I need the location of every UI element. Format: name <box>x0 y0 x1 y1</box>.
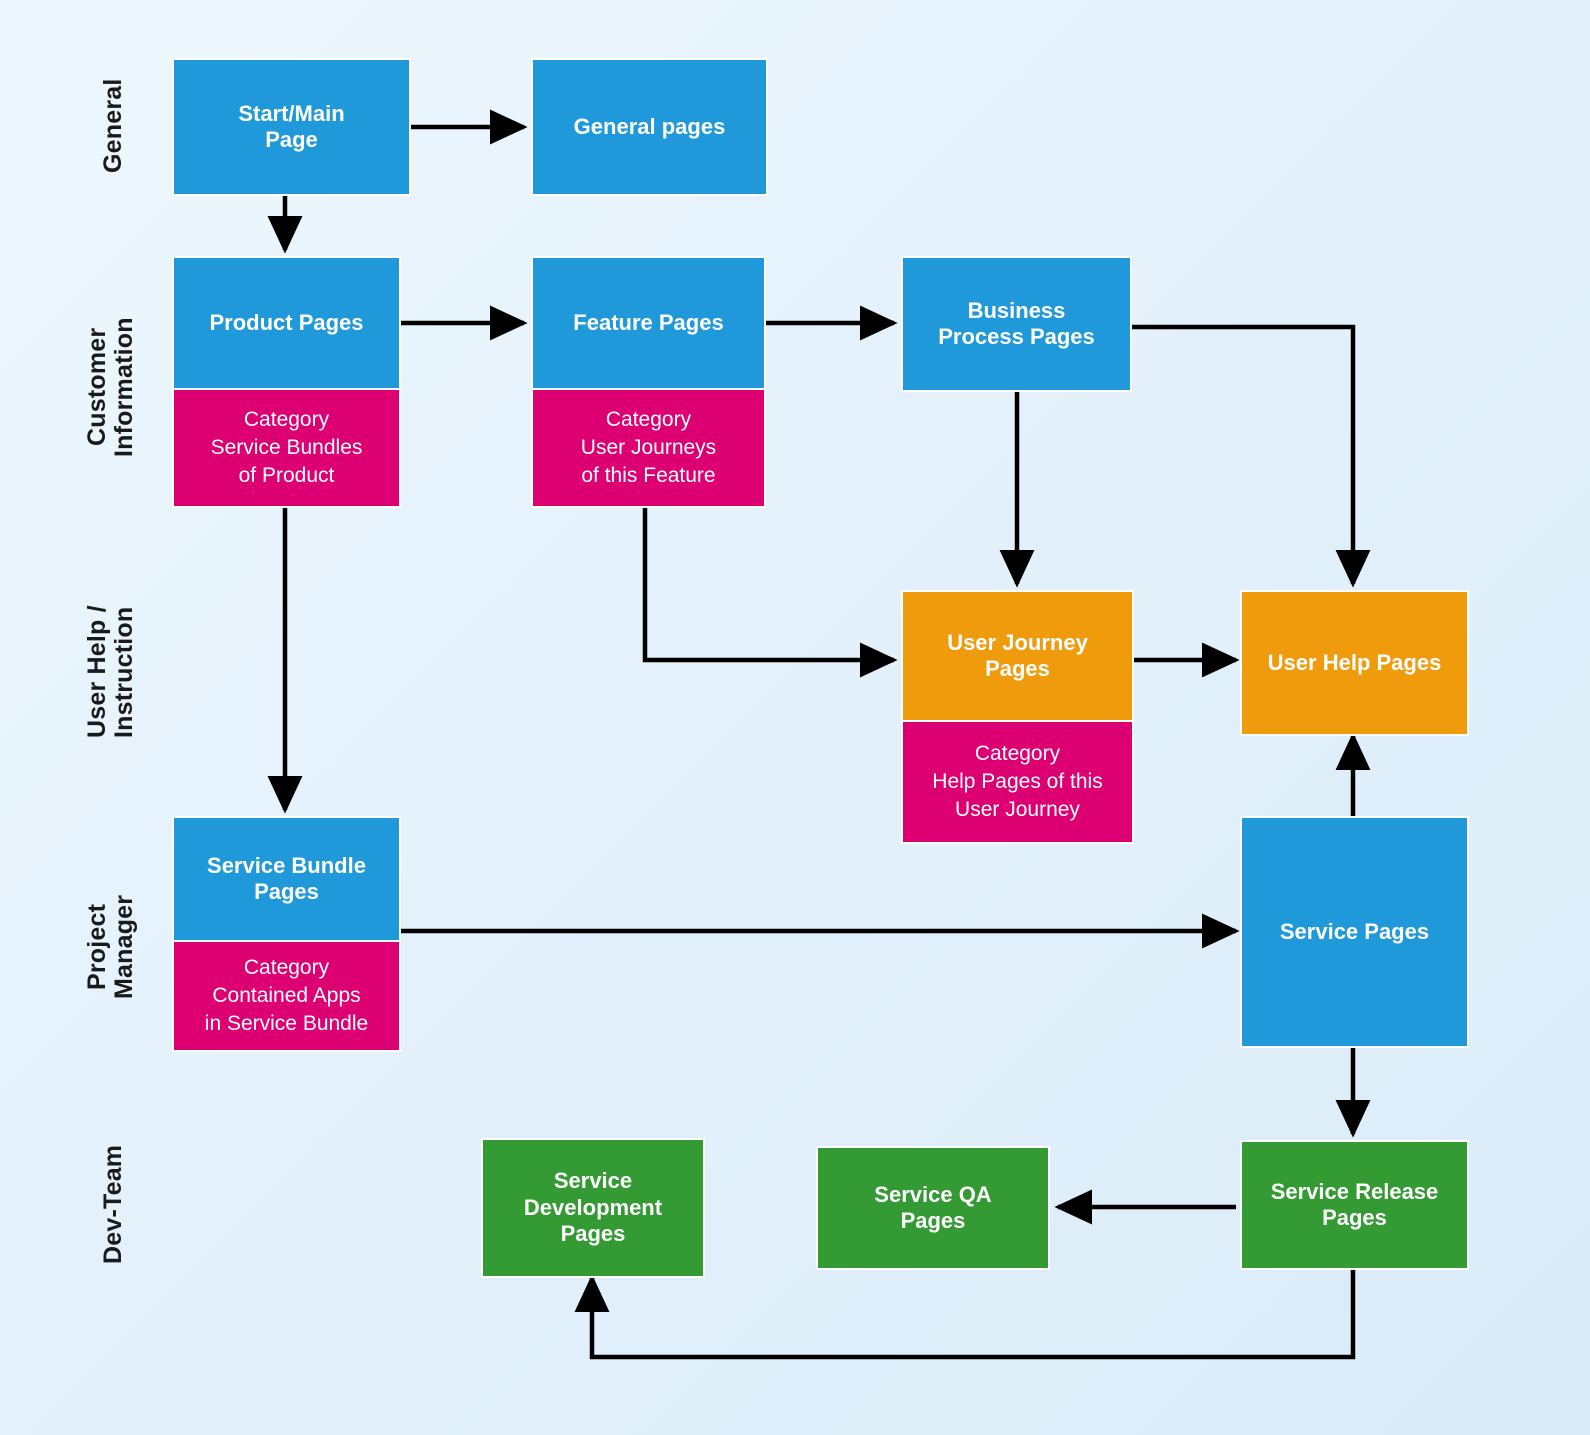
node-user-help-pages[interactable]: User Help Pages <box>1240 590 1469 736</box>
node-category: Category User Journeys of this Feature <box>533 388 764 506</box>
connector-service-release-to-development <box>574 1270 1356 1360</box>
node-title: User Help Pages <box>1242 592 1467 734</box>
lane-label-project-manager: Project Manager <box>83 894 138 1000</box>
node-service-development-pages[interactable]: Service Development Pages <box>481 1138 705 1278</box>
node-service-pages[interactable]: Service Pages <box>1240 816 1469 1048</box>
node-title: Start/Main Page <box>174 60 409 194</box>
node-title: Service Pages <box>1242 818 1467 1046</box>
connector-feature-category-to-user-journey <box>642 505 898 678</box>
node-category: Category Help Pages of this User Journey <box>903 720 1132 842</box>
node-title: Feature Pages <box>533 258 764 388</box>
node-product-pages[interactable]: Product Pages Category Service Bundles o… <box>172 256 401 508</box>
node-title: User Journey Pages <box>903 592 1132 720</box>
connector-business-process-to-user-help <box>1132 324 1371 588</box>
node-category: Category Service Bundles of Product <box>174 388 399 506</box>
node-feature-pages[interactable]: Feature Pages Category User Journeys of … <box>531 256 766 508</box>
node-general-pages[interactable]: General pages <box>531 58 768 196</box>
lane-label-dev-team: Dev-Team <box>99 1144 127 1264</box>
node-title: Service QA Pages <box>818 1148 1048 1268</box>
node-title: Product Pages <box>174 258 399 388</box>
node-title: General pages <box>533 60 766 194</box>
node-start-main-page[interactable]: Start/Main Page <box>172 58 411 196</box>
node-title: Business Process Pages <box>903 258 1130 390</box>
lane-label-customer-information: Customer Information <box>83 317 138 457</box>
node-title: Service Release Pages <box>1242 1142 1467 1268</box>
node-title: Service Bundle Pages <box>174 818 399 940</box>
node-service-qa-pages[interactable]: Service QA Pages <box>816 1146 1050 1270</box>
node-user-journey-pages[interactable]: User Journey Pages Category Help Pages o… <box>901 590 1134 844</box>
node-category: Category Contained Apps in Service Bundl… <box>174 940 399 1050</box>
lane-label-user-help-instruction: User Help / Instruction <box>83 605 138 739</box>
lane-label-general: General <box>99 78 127 174</box>
node-service-bundle-pages[interactable]: Service Bundle Pages Category Contained … <box>172 816 401 1052</box>
node-business-process-pages[interactable]: Business Process Pages <box>901 256 1132 392</box>
node-service-release-pages[interactable]: Service Release Pages <box>1240 1140 1469 1270</box>
node-title: Service Development Pages <box>483 1140 703 1276</box>
